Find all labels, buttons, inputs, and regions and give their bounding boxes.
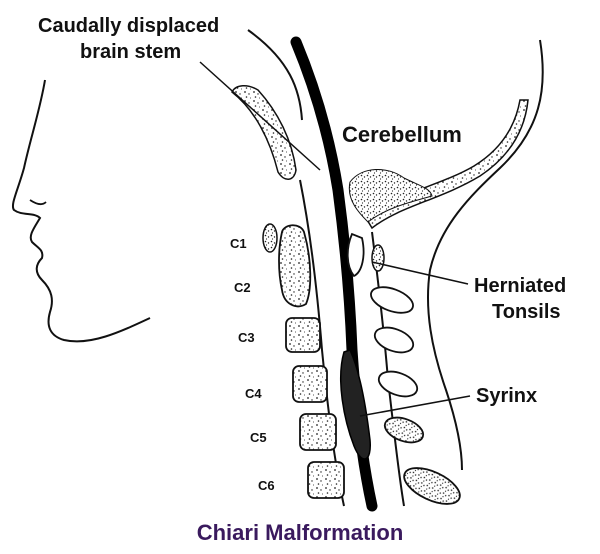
nostril [30,200,46,204]
c5-body [300,414,336,450]
label-herniated-line1: Herniated [474,275,566,297]
label-brainstem-line1: Caudally displaced [38,15,219,37]
c6-body [308,462,344,498]
spinous-process-c5 [381,413,426,447]
spinous-process-c6 [399,461,465,512]
c1-anterior-arch [263,224,277,252]
spinous-process-c4 [375,367,420,401]
caption: Chiari Malformation [197,520,404,545]
c4-body [293,366,327,402]
label-brainstem-line2: brain stem [80,41,181,63]
label-syrinx: Syrinx [476,385,537,407]
spinal-canal-back-wall [372,232,404,506]
vertebral-bodies [263,224,344,498]
label-cerebellum: Cerebellum [342,122,462,147]
vertebra-label-c4: C4 [245,386,262,401]
vertebra-label-c6: C6 [258,478,275,493]
vertebra-label-c2: C2 [234,280,251,295]
label-herniated-line2: Tonsils [492,301,561,323]
herniated-tonsils [348,234,364,276]
leader-line-herniated-tonsils [372,262,468,284]
syrinx [341,350,371,459]
c3-body [286,318,320,352]
face-profile [13,80,150,341]
spinous-process-c2 [368,282,417,318]
vertebra-label-c3: C3 [238,330,255,345]
vertebra-label-c1: C1 [230,236,247,251]
vertebra-label-c5: C5 [250,430,267,445]
c1-posterior-arch [372,245,384,271]
c2-body [279,225,310,306]
posterior-elements [368,245,466,511]
spinous-process-c3 [371,323,416,357]
